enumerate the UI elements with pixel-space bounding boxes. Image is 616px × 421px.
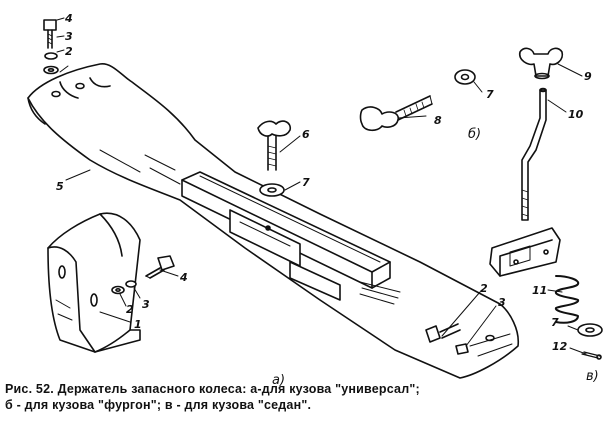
washer-7-c [577, 323, 603, 337]
wing-nut-9 [518, 47, 564, 80]
spring-11 [555, 275, 580, 324]
label-11: 11 [532, 284, 547, 297]
figure-caption: Рис. 52. Держатель запасного колеса: а-д… [5, 381, 611, 413]
caption-line-1: Рис. 52. Держатель запасного колеса: а-д… [5, 382, 420, 396]
washer-7-b [454, 69, 476, 85]
washer-2-top [43, 65, 59, 75]
label-2-top: 2 [65, 45, 73, 58]
washer-7-a [259, 183, 285, 197]
label-7-b: 7 [486, 88, 494, 101]
cotter-pin-12 [581, 351, 602, 360]
washer-3-lower [125, 280, 137, 288]
wing-bolt-8 [359, 95, 433, 132]
label-4-lower: 4 [179, 271, 188, 284]
bolt-2-lower [425, 323, 461, 343]
variant-label-b: б) [468, 127, 481, 142]
label-3-lower: 3 [498, 296, 506, 309]
washer-3-top [44, 52, 58, 60]
label-12: 12 [552, 340, 568, 353]
wing-bolt-6 [257, 120, 292, 171]
label-4-top: 4 [64, 12, 73, 25]
label-5: 5 [56, 180, 64, 193]
mount-bracket-v [489, 227, 561, 277]
label-8: 8 [434, 114, 442, 127]
caption-line-2: б - для кузова "фургон"; в - для кузова … [5, 398, 312, 412]
label-7-c: 7 [551, 316, 559, 329]
bolt-4-lower [145, 255, 175, 279]
label-2-mid: 2 [126, 303, 134, 316]
label-2-lower: 2 [480, 282, 488, 295]
label-6: 6 [302, 128, 310, 141]
bolt-4-top [43, 19, 57, 49]
variant-label-a: а) [272, 373, 285, 388]
nut-3-lower [455, 343, 469, 355]
label-3-top: 3 [65, 30, 73, 43]
washer-2-lower [111, 285, 125, 295]
label-10: 10 [568, 108, 584, 121]
slide-channel [181, 171, 401, 305]
label-9: 9 [584, 70, 592, 83]
leader-lines [56, 17, 587, 355]
label-7-a: 7 [302, 176, 310, 189]
variant-label-c: в) [586, 369, 599, 384]
label-3-mid: 3 [142, 298, 150, 311]
label-1: 1 [134, 318, 142, 331]
rod-10 [521, 87, 547, 221]
part-labels: 4 3 2 5 6 7 8 7 9 10 11 7 12 2 3 4 3 2 1 [56, 12, 592, 353]
variant-labels: а) б) в) [272, 127, 599, 388]
